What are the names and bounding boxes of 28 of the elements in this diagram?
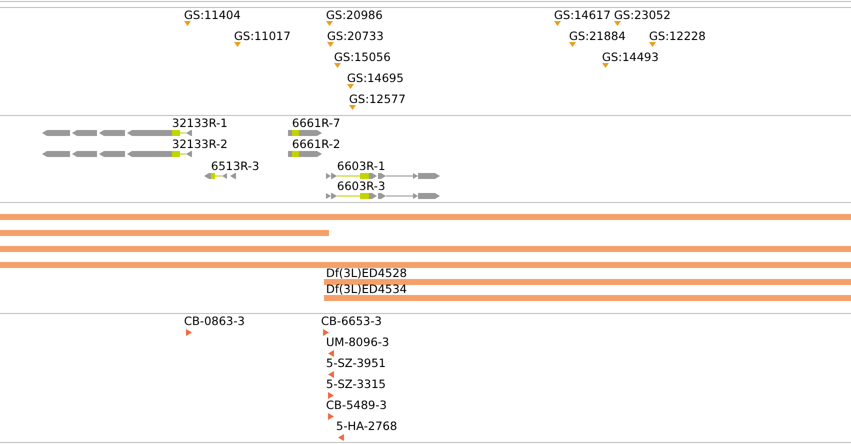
feature-label: 6603R-1 [337,160,386,173]
feature-label: 6513R-3 [211,160,260,173]
feature-label: 6603R-3 [337,180,386,193]
feature-label: GS:11404 [184,9,241,22]
feature-label: 32133R-2 [172,138,228,151]
feature-label: Df(3L)ED4528 [326,267,407,280]
feature-label: 6661R-2 [292,138,340,151]
feature-label: GS:20986 [326,9,383,22]
feature-label: 5-HA-2768 [336,420,398,433]
feature-label: Df(3L)ED4534 [326,283,407,296]
feature-label: 6661R-7 [292,117,340,130]
feature-label: CB-5489-3 [326,399,387,412]
feature-label: CB-0863-3 [184,315,245,328]
feature-label: GS:11017 [234,30,291,43]
feature-label: GS:14493 [602,51,659,64]
feature-label: GS:12228 [649,30,706,43]
feature-label: GS:15056 [334,51,391,64]
feature-label: GS:12577 [349,93,406,106]
feature-label: CB-6653-3 [321,315,382,328]
feature-label: UM-8096-3 [326,336,390,349]
feature-label: GS:23052 [614,9,671,22]
feature-label: GS:14695 [347,72,404,85]
feature-label: 5-SZ-3951 [326,357,386,370]
feature-label: GS:14617 [554,9,611,22]
feature-label: GS:21884 [569,30,626,43]
feature-label: 5-SZ-3315 [326,378,386,391]
feature-label: GS:20733 [327,30,384,43]
feature-label: 32133R-1 [172,117,228,130]
